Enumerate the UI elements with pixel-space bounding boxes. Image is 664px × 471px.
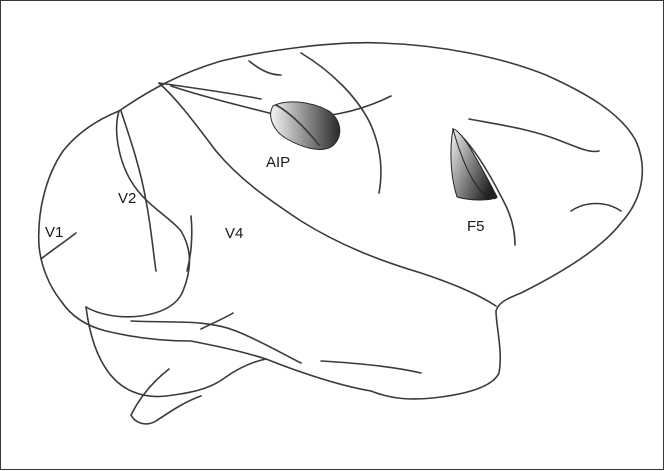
lower-temporal-sulcus [201,313,233,329]
label-f5: F5 [467,218,485,235]
inferior-temporal-sulcus [131,321,301,363]
label-v2: V2 [118,190,136,207]
lateral-sulcus [159,83,261,99]
label-aip: AIP [266,154,290,171]
brain-outline [39,43,643,399]
v4-sulcus [187,216,192,271]
basal-sulcus [321,361,421,373]
frontal-sulcus [571,204,621,212]
label-v1: V1 [45,224,63,241]
f5-region [451,129,497,200]
label-v4: V4 [225,225,243,242]
upper-sulcus [249,61,281,75]
principal-sulcus [469,119,599,152]
aip-region [271,102,340,150]
occipital-outline [86,111,190,317]
